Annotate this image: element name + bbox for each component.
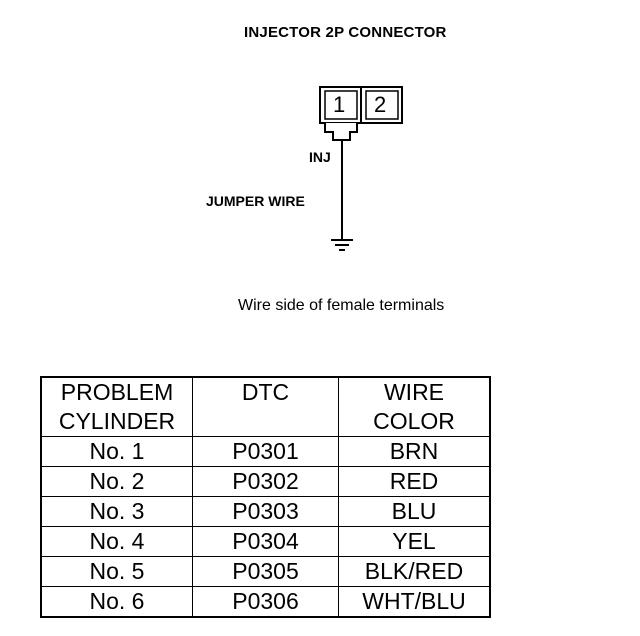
cell-cylinder: No. 2 bbox=[40, 466, 193, 497]
header-dtc: DTC bbox=[192, 376, 339, 437]
cell-dtc: P0303 bbox=[192, 496, 339, 527]
cell-wire-color: RED bbox=[338, 466, 491, 497]
cell-dtc: P0304 bbox=[192, 526, 339, 557]
pin-1-cavity bbox=[324, 90, 358, 120]
inj-label: INJ bbox=[309, 149, 331, 165]
diagram-title: INJECTOR 2P CONNECTOR bbox=[244, 24, 447, 41]
cell-cylinder: No. 1 bbox=[40, 436, 193, 467]
cell-dtc: P0306 bbox=[192, 586, 339, 618]
cell-cylinder: No. 3 bbox=[40, 496, 193, 527]
table-row: No. 2 P0302 RED bbox=[40, 466, 491, 497]
pin-2-label: 2 bbox=[374, 92, 386, 117]
connector-lock-tab bbox=[324, 123, 358, 141]
cell-wire-color: YEL bbox=[338, 526, 491, 557]
cell-wire-color: BLU bbox=[338, 496, 491, 527]
cell-dtc: P0305 bbox=[192, 556, 339, 587]
ground-icon bbox=[331, 239, 353, 251]
diagram-caption: Wire side of female terminals bbox=[238, 297, 445, 314]
table-row: No. 1 P0301 BRN bbox=[40, 436, 491, 467]
pin-2-cavity bbox=[365, 90, 399, 120]
cell-cylinder: No. 6 bbox=[40, 586, 193, 618]
cell-cylinder: No. 4 bbox=[40, 526, 193, 557]
cell-dtc: P0301 bbox=[192, 436, 339, 467]
cell-wire-color: BRN bbox=[338, 436, 491, 467]
cell-dtc: P0302 bbox=[192, 466, 339, 497]
pin-1-label: 1 bbox=[333, 92, 345, 117]
connector-diagram: 1 2 bbox=[319, 86, 403, 251]
table-row: No. 5 P0305 BLK/RED bbox=[40, 556, 491, 587]
table-row: No. 4 P0304 YEL bbox=[40, 526, 491, 557]
cell-wire-color: WHT/BLU bbox=[338, 586, 491, 618]
table-row: No. 6 P0306 WHT/BLU bbox=[40, 586, 491, 618]
table-row: No. 3 P0303 BLU bbox=[40, 496, 491, 527]
cell-cylinder: No. 5 bbox=[40, 556, 193, 587]
jumper-wire-label: JUMPER WIRE bbox=[206, 193, 305, 209]
cell-wire-color: BLK/RED bbox=[338, 556, 491, 587]
